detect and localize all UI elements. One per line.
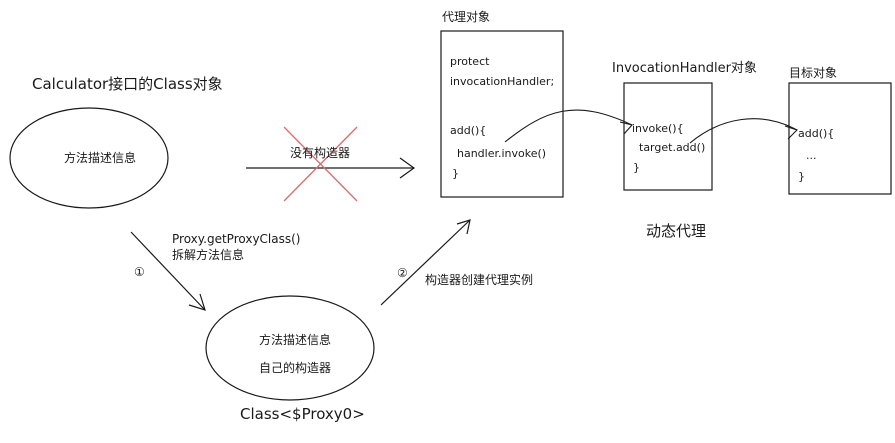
proxy-call-line2: 拆解方法信息 xyxy=(172,248,245,262)
target-object-title: 目标对象 xyxy=(789,66,838,80)
step-two-marker: ② xyxy=(397,266,408,280)
handler-object-line: invoke(){ xyxy=(632,122,684,135)
create-instance-label: 构造器创建代理实例 xyxy=(425,273,534,287)
target-call-arrow xyxy=(689,118,799,144)
proxy-class-ellipse xyxy=(205,295,375,401)
dynamic-proxy-label: 动态代理 xyxy=(646,222,707,240)
get-proxy-class-arrow xyxy=(130,231,206,311)
handler-object-line: target.add() xyxy=(639,141,706,154)
proxy-object-line: protect xyxy=(450,55,490,68)
ellipse-bottom-line1: 方法描述信息 xyxy=(259,333,332,347)
proxy-object-line: add(){ xyxy=(450,124,487,137)
ellipse-bottom-line2: 自己的构造器 xyxy=(259,361,332,375)
handler-object-title: InvocationHandler对象 xyxy=(612,61,757,76)
handler-object-box xyxy=(623,82,713,191)
create-instance-arrow xyxy=(380,219,471,306)
proxy-object-box xyxy=(440,30,564,198)
no-constructor-label: 没有构造器 xyxy=(290,146,351,160)
proxy-object-line: handler.invoke() xyxy=(457,147,547,160)
calculator-class-ellipse xyxy=(9,107,169,209)
calculator-class-title: Calculator接口的Class对象 xyxy=(32,75,223,93)
target-object-line: } xyxy=(798,170,805,183)
step-one-marker: ① xyxy=(134,265,145,279)
proxy-object-line: invocationHandler; xyxy=(450,75,555,88)
proxy-object-line: } xyxy=(452,167,459,180)
proxy-call-line1: Proxy.getProxyClass() xyxy=(172,232,301,246)
proxy-object-title: 代理对象 xyxy=(442,10,491,24)
target-object-line: add(){ xyxy=(798,127,835,140)
proxy-class-label: Class<$Proxy0> xyxy=(240,405,365,423)
handler-object-line: } xyxy=(633,161,640,174)
ellipse-top-label: 方法描述信息 xyxy=(64,151,137,165)
invoke-call-arrow xyxy=(504,109,634,143)
cross-mark xyxy=(283,126,358,202)
no-constructor-arrow xyxy=(246,157,416,179)
target-object-line: ... xyxy=(806,149,817,162)
